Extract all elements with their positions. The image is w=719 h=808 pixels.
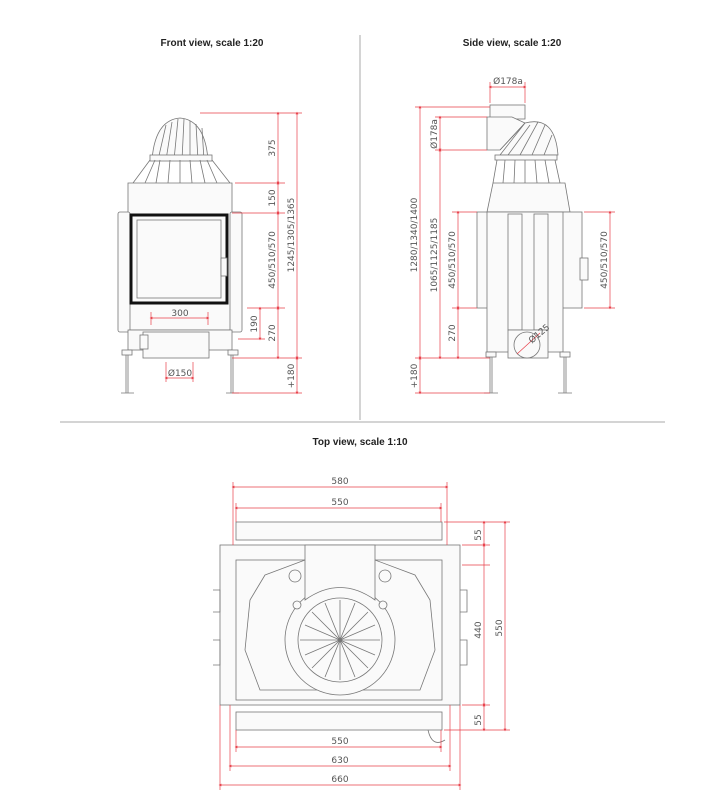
dim-550-top: 550 [331,498,348,508]
top-view-dimensions: 580 550 55 440 55 550 550 630 660 [218,477,510,790]
dim-660: 660 [331,775,348,785]
dim-55-top: 55 [474,529,484,540]
front-view-title: Front view, scale 1:20 [160,38,263,49]
dim-630: 630 [331,756,348,766]
dim-270: 270 [268,324,278,341]
dim-375: 375 [268,139,278,156]
dim-440: 440 [474,621,484,638]
side-view-drawing [476,104,589,394]
dim-flue-top: Ø178a [493,76,523,87]
dim-door-left: 450/510/570 [448,231,458,289]
dim-inner-height: 1065/1125/1185 [430,218,440,293]
dim-55-bottom: 55 [474,714,484,725]
front-view-drawing [117,117,243,394]
dim-flue-diameter: Ø150 [168,368,193,379]
dim-total-height: 1245/1305/1365 [287,198,297,273]
dim-door-height: 450/510/570 [268,231,278,289]
dim-flue-side: Ø178a [429,119,440,149]
dim-190: 190 [250,315,260,332]
side-view-title: Side view, scale 1:20 [463,38,562,49]
dim-150: 150 [268,189,278,206]
dim-550-bottom: 550 [331,737,348,747]
dim-legs: +180 [287,363,297,388]
top-view-title: Top view, scale 1:10 [312,437,407,448]
front-view-dimensions: 375 150 450/510/570 270 1245/1305/1365 1… [149,111,302,395]
top-view-drawing [213,521,468,743]
dim-270: 270 [448,324,458,341]
dim-550-right: 550 [495,619,505,636]
dim-580: 580 [331,477,348,487]
dim-door-right: 450/510/570 [600,231,610,289]
dim-300: 300 [171,309,188,319]
dim-legs: +180 [410,363,420,388]
dim-total-height: 1280/1340/1400 [410,197,420,272]
